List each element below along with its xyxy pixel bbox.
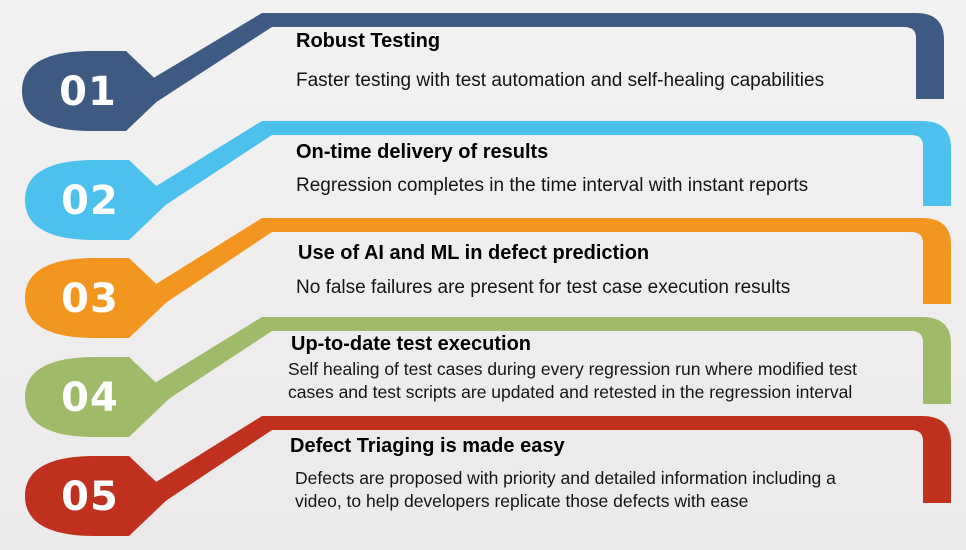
item-2-description-line-1: Regression completes in the time interva… [296, 175, 809, 196]
item-4-title: Up-to-date test execution [291, 333, 532, 355]
item-3-connector [140, 218, 951, 308]
item-4-graphic: 04 [25, 317, 951, 437]
item-4-badge [25, 357, 171, 437]
item-4-connector [140, 317, 951, 406]
item-4-description-line-1: Self healing of test cases during every … [288, 359, 858, 379]
item-3-number: 03 [61, 276, 119, 322]
item-1-description-line-1: Faster testing with test automation and … [296, 70, 825, 91]
item-5-title: Defect Triaging is made easy [290, 435, 565, 457]
item-5-number: 05 [61, 474, 119, 520]
item-1-connector [140, 13, 944, 101]
item-1-graphic: 01 [22, 13, 944, 131]
item-2-badge [25, 160, 171, 240]
item-3-graphic: 03 [25, 218, 951, 338]
item-5-connector [140, 416, 951, 506]
item-2-number: 02 [61, 178, 119, 224]
item-2-graphic: 02 [25, 121, 951, 240]
item-3-description-line-1: No false failures are present for test c… [296, 277, 791, 298]
item-2-connector [140, 121, 951, 210]
item-1-number: 01 [59, 69, 117, 115]
item-4-number: 04 [61, 375, 119, 421]
item-5-graphic: 05 [25, 416, 951, 536]
item-1-badge [22, 51, 168, 131]
item-5-description-line-1: Defects are proposed with priority and d… [295, 468, 836, 488]
item-5-description-line-2: video, to help developers replicate thos… [295, 491, 749, 511]
item-3-badge [25, 258, 171, 338]
item-4-description-line-2: cases and test scripts are updated and r… [288, 382, 853, 402]
item-1-title: Robust Testing [296, 30, 441, 52]
item-5-badge [25, 456, 171, 536]
item-2-title: On-time delivery of results [296, 141, 549, 163]
item-3-title: Use of AI and ML in defect prediction [298, 242, 650, 264]
